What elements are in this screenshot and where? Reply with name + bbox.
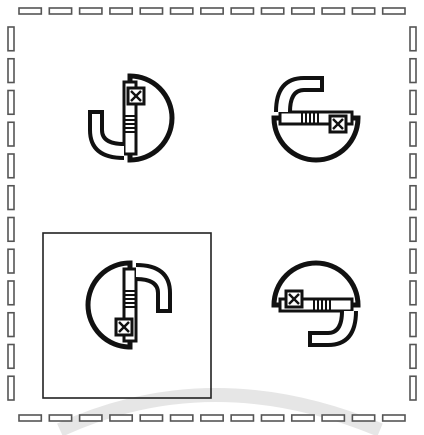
frame-tab	[352, 8, 374, 14]
frame-tab	[171, 8, 193, 14]
frame-tab	[231, 415, 253, 421]
frame-tab	[201, 8, 223, 14]
frame-tab	[8, 186, 14, 210]
frame-tab	[49, 8, 71, 14]
frame-tab	[110, 415, 132, 421]
frame-tab	[410, 218, 416, 242]
frame-tab	[292, 415, 314, 421]
frame-tab	[322, 415, 344, 421]
frame-tab	[410, 313, 416, 337]
frame-tab	[410, 154, 416, 178]
frame-tab	[8, 122, 14, 146]
symbol-top-right[interactable]	[274, 78, 358, 160]
frame-tab	[410, 345, 416, 369]
frame-right-edge	[410, 27, 416, 400]
frame-tab	[80, 415, 102, 421]
frame-tab	[8, 313, 14, 337]
frame-top-edge	[19, 8, 405, 14]
frame-tab	[8, 27, 14, 51]
frame-tab	[8, 376, 14, 400]
frame-tab	[410, 59, 416, 83]
frame-tab	[19, 415, 41, 421]
frame-tab	[80, 8, 102, 14]
frame-tab	[292, 8, 314, 14]
frame-tab	[261, 8, 283, 14]
frame-tab	[261, 415, 283, 421]
frame-tab	[231, 8, 253, 14]
frame-tab	[8, 154, 14, 178]
symbol-bottom-right[interactable]	[274, 263, 358, 345]
frame-tab	[410, 27, 416, 51]
symbol-bottom-left[interactable]	[88, 263, 170, 347]
symbol-top-left[interactable]	[90, 76, 172, 160]
frame-tab	[110, 8, 132, 14]
frame-tab	[140, 415, 162, 421]
frame-tab	[410, 122, 416, 146]
frame-tab	[8, 345, 14, 369]
frame-tab	[140, 8, 162, 14]
frame-tab	[49, 415, 71, 421]
background-arc-band	[60, 395, 380, 430]
frame-tab	[352, 415, 374, 421]
frame-tab	[19, 8, 41, 14]
frame-tab	[383, 8, 405, 14]
frame-tab	[8, 281, 14, 305]
frame-tab	[8, 218, 14, 242]
frame-tab	[383, 415, 405, 421]
frame-tab	[410, 186, 416, 210]
frame-tab	[8, 249, 14, 273]
frame-tab	[410, 91, 416, 115]
frame-tab	[8, 59, 14, 83]
frame-tab	[322, 8, 344, 14]
frame-tab	[410, 376, 416, 400]
frame-left-edge	[8, 27, 14, 400]
frame-tab	[410, 249, 416, 273]
frame-tab	[171, 415, 193, 421]
frame-tab	[201, 415, 223, 421]
frame-tab	[8, 91, 14, 115]
frame-tab	[410, 281, 416, 305]
